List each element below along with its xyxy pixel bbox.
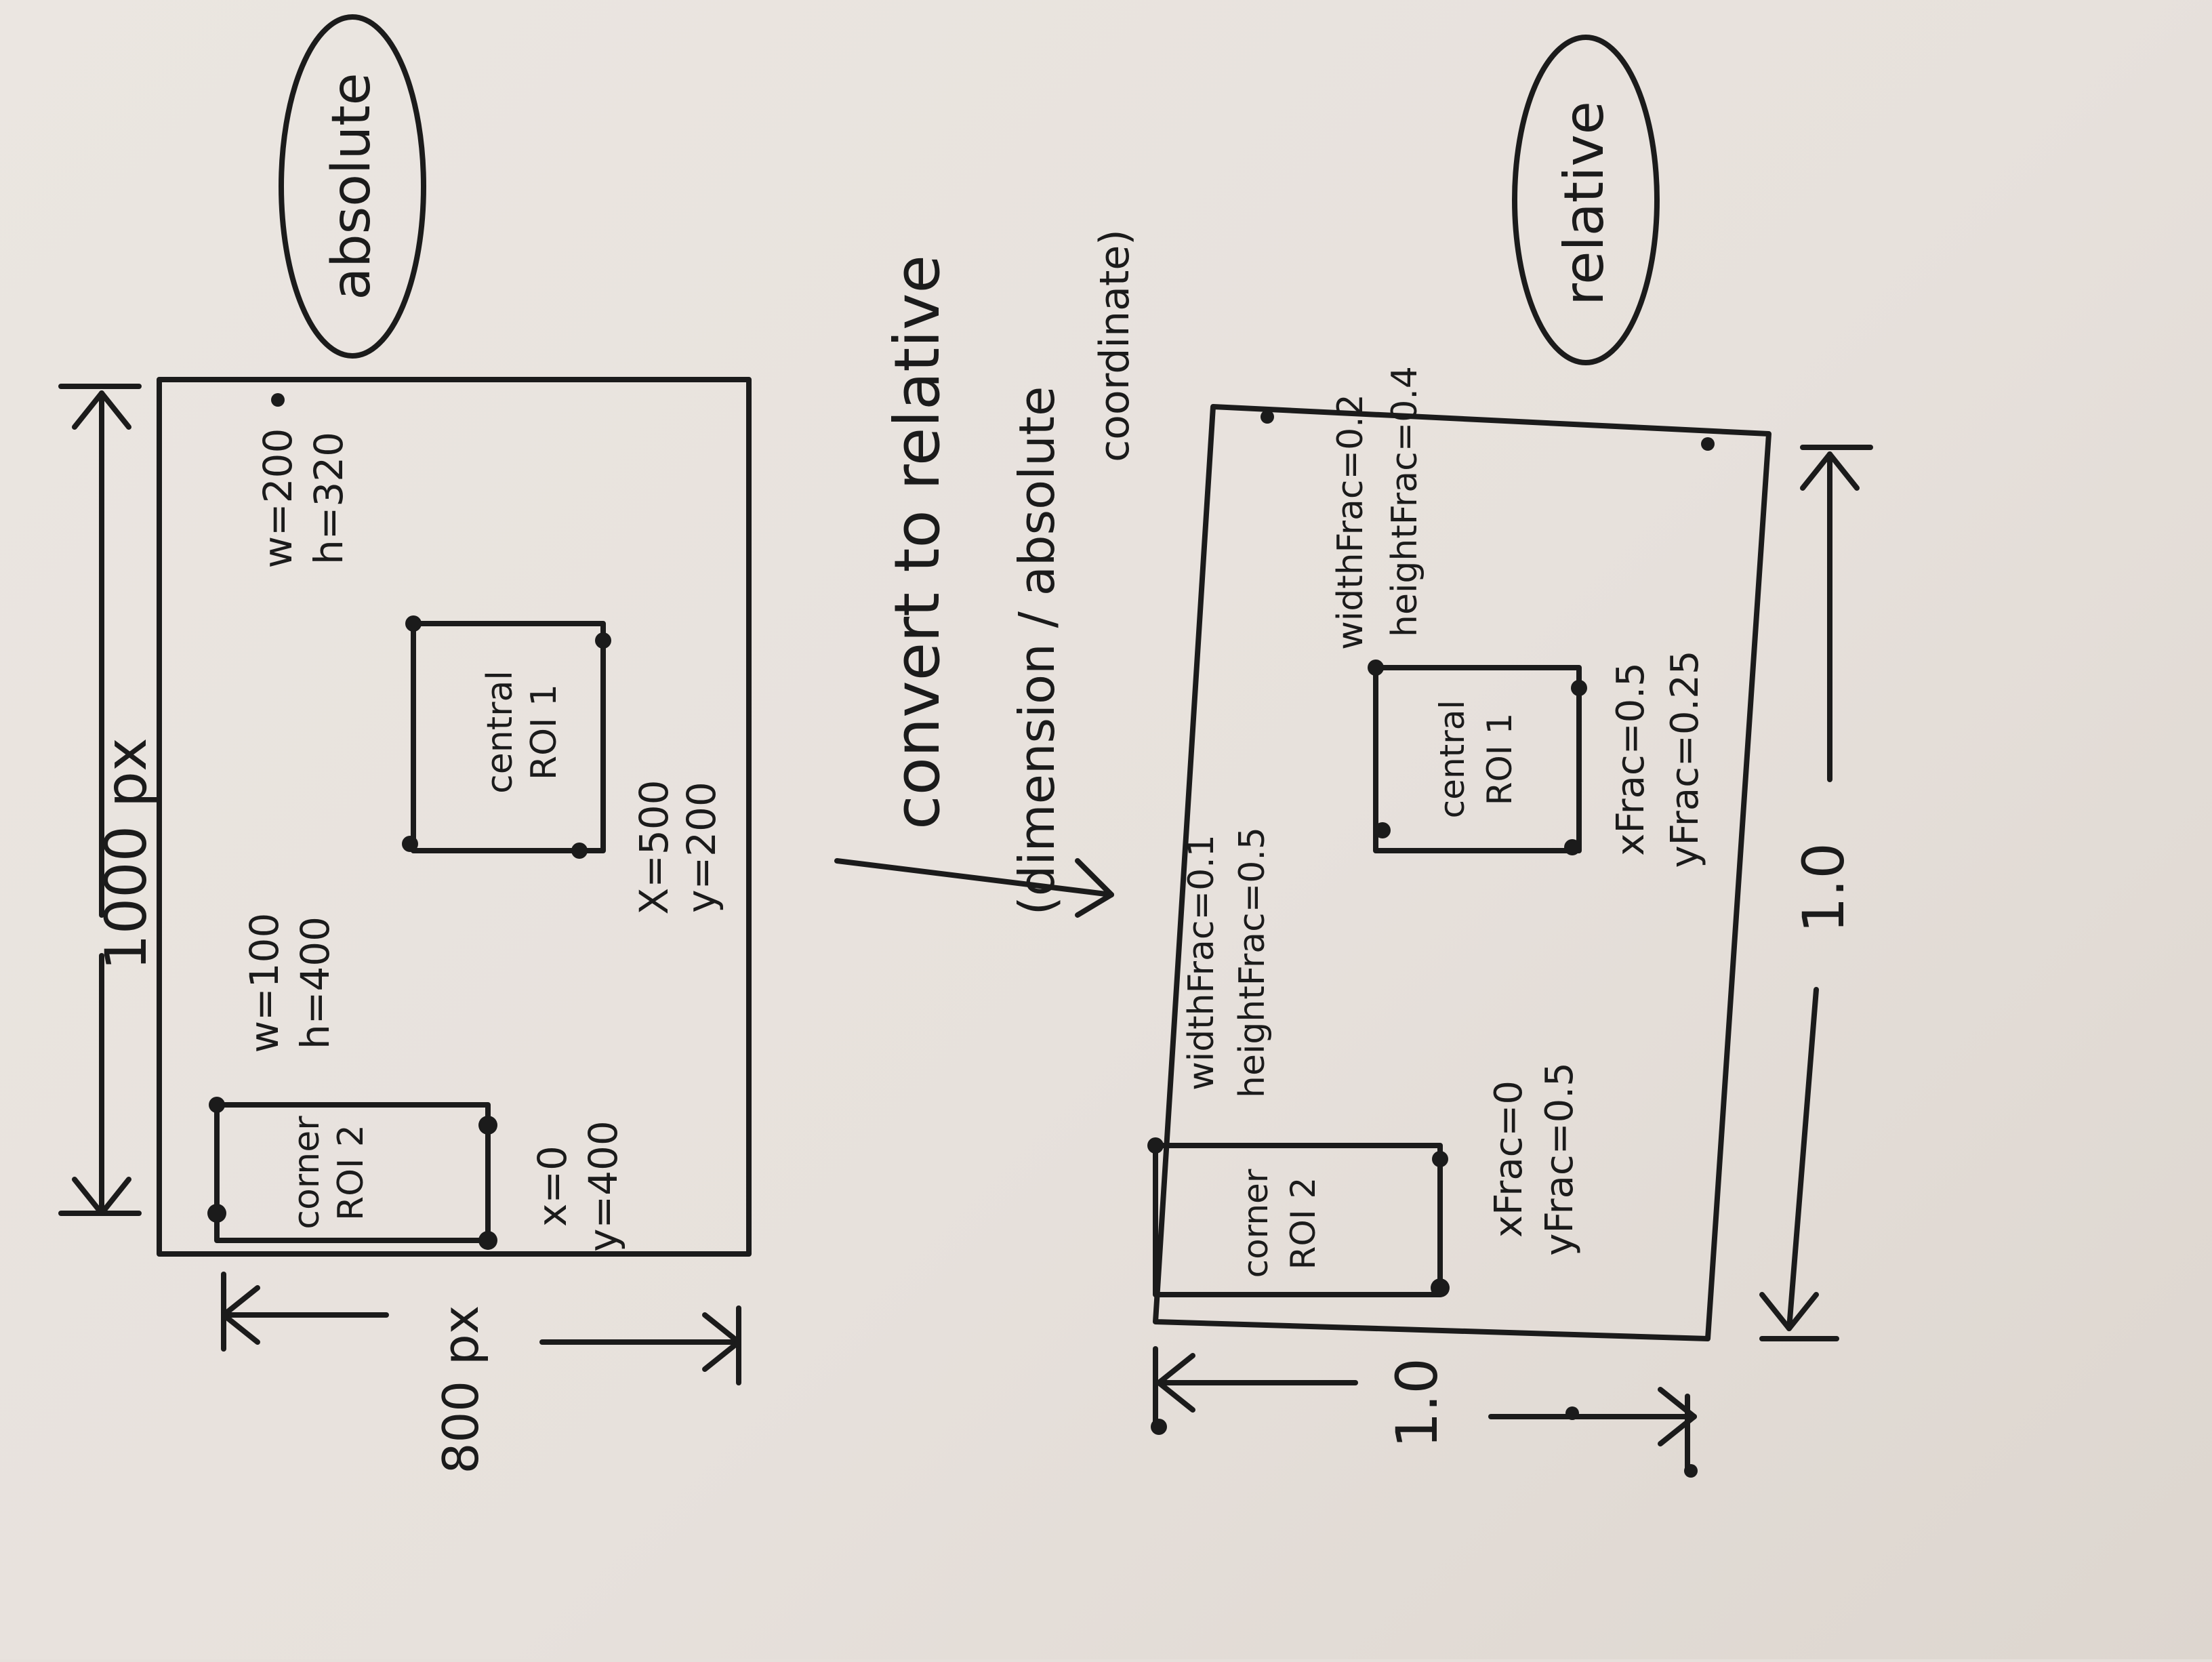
absolute-roi2-name-line1: corner (287, 1116, 327, 1230)
absolute-roi1-box (411, 621, 606, 853)
convert-text-line2: (dimension / absolute (1008, 386, 1065, 916)
relative-height-label: 1.0 (1790, 843, 1857, 933)
relative-roi1-y: yFrac=0.25 (1663, 650, 1707, 868)
absolute-roi2-box (214, 1102, 491, 1243)
absolute-roi2-x: x=0 (529, 1146, 575, 1227)
absolute-roi1-name-line1: central (480, 670, 520, 794)
absolute-height-label: 1000 px (93, 737, 159, 971)
relative-roi1-name-line2: ROI 1 (1480, 713, 1519, 806)
relative-frame (1153, 404, 1771, 1341)
absolute-roi1-x: X=500 (631, 779, 677, 914)
relative-roi2-w: widthFrac=0.1 (1181, 834, 1222, 1091)
absolute-roi2-w: w=100 (241, 913, 287, 1053)
convert-text-line3: coordinate) (1091, 229, 1139, 462)
absolute-height-dimension (58, 384, 142, 1216)
absolute-roi2-y: y=400 (580, 1120, 626, 1252)
absolute-frame (157, 377, 752, 1257)
corner-dots (207, 393, 1715, 1478)
relative-height-dimension (1759, 445, 1873, 1341)
absolute-roi1-h: h=320 (306, 432, 352, 565)
absolute-roi2-name-line2: ROI 2 (331, 1124, 371, 1221)
convert-arrow (834, 858, 1114, 918)
relative-roi2-x: xFrac=0 (1487, 1080, 1531, 1238)
absolute-roi2-h: h=400 (292, 916, 338, 1049)
convert-text-line1: convert to relative (881, 255, 954, 830)
relative-label: relative (1553, 101, 1616, 306)
relative-roi1-name-line1: central (1433, 700, 1472, 819)
relative-roi1-w: widthFrac=0.2 (1330, 394, 1371, 650)
relative-width-label: 1.0 (1384, 1358, 1450, 1448)
relative-roi1-x: xFrac=0.5 (1609, 662, 1653, 855)
relative-roi2-h: heightFrac=0.5 (1232, 827, 1273, 1098)
absolute-roi1-w: w=200 (255, 428, 301, 569)
relative-width-dimension (1153, 1346, 1697, 1474)
relative-roi1-box (1373, 665, 1582, 853)
relative-roi1-h: heightFrac=0.4 (1385, 366, 1425, 637)
absolute-roi1-y: y=200 (678, 782, 724, 913)
relative-roi2-name-line1: corner (1236, 1169, 1275, 1278)
absolute-label: absolute (321, 73, 382, 300)
relative-roi2-box (1153, 1143, 1443, 1297)
absolute-label-circle (279, 14, 426, 359)
relative-label-circle (1512, 35, 1660, 365)
absolute-roi1-name-line2: ROI 1 (524, 684, 565, 780)
absolute-width-dimension (221, 1272, 741, 1385)
relative-roi2-y: yFrac=0.5 (1538, 1062, 1582, 1255)
absolute-width-label: 800 px (432, 1305, 489, 1474)
relative-roi2-name-line2: ROI 2 (1284, 1177, 1323, 1270)
